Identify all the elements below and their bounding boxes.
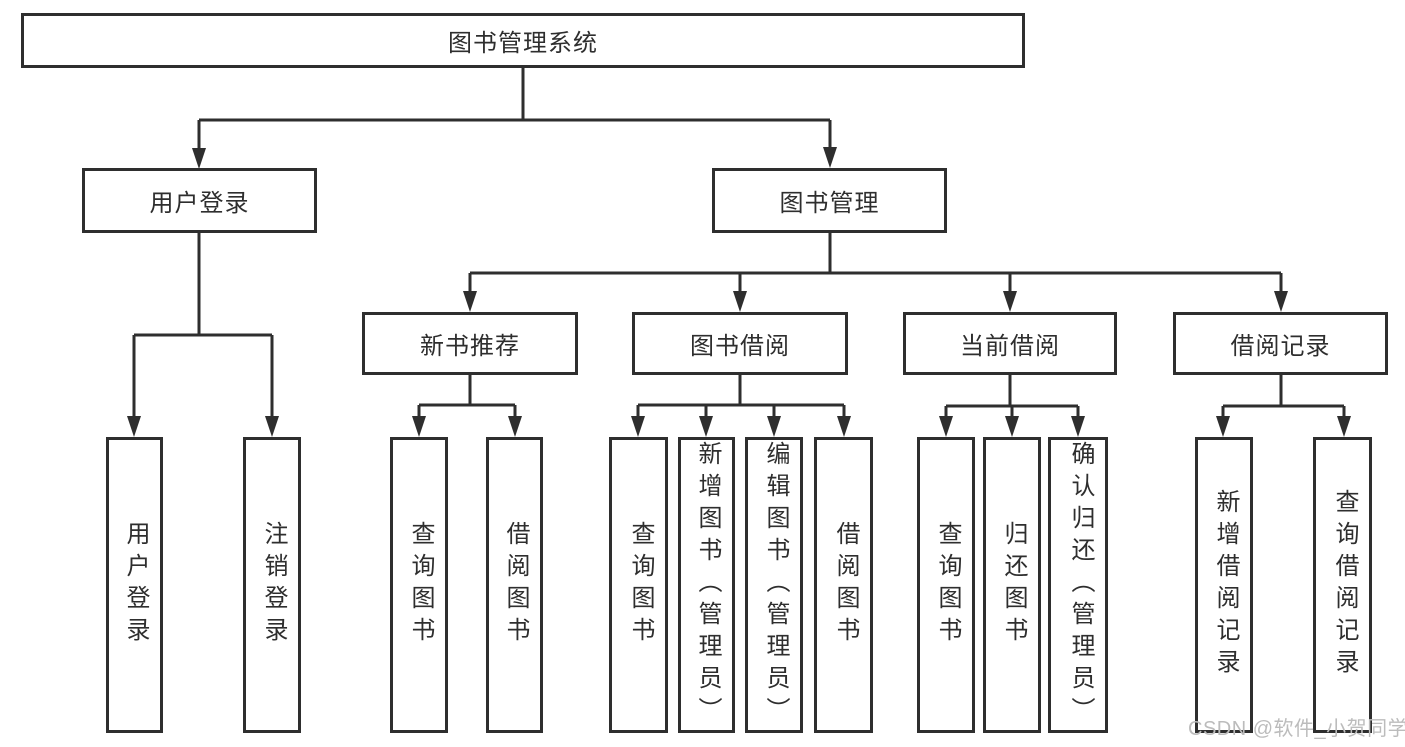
node-borrow-books-borrowing: 借阅图书 [814,437,873,733]
node-user-login-branch: 用户登录 [82,168,317,233]
node-return-books: 归还图书 [983,437,1041,733]
node-edit-books-admin: 编辑图书（管理员） [745,437,803,733]
arrowheads [127,147,1351,437]
node-query-books-current: 查询图书 [917,437,975,733]
node-book-borrowing: 图书借阅 [632,312,848,375]
node-new-book-recommendation: 新书推荐 [362,312,578,375]
node-add-books-admin: 新增图书（管理员） [678,437,735,733]
connector-paths [132,68,1346,418]
node-borrowing-records: 借阅记录 [1173,312,1388,375]
node-current-borrowing: 当前借阅 [903,312,1117,375]
node-book-management-branch: 图书管理 [712,168,947,233]
node-borrow-books-recommend: 借阅图书 [486,437,543,733]
node-add-borrow-record: 新增借阅记录 [1195,437,1253,733]
node-user-login-leaf: 用户登录 [106,437,163,733]
node-query-books-recommend: 查询图书 [390,437,448,733]
node-system-root: 图书管理系统 [21,13,1025,68]
node-logout-leaf: 注销登录 [243,437,301,733]
node-query-borrow-record: 查询借阅记录 [1313,437,1372,733]
node-confirm-return-admin: 确认归还（管理员） [1048,437,1108,733]
node-query-books-borrowing: 查询图书 [609,437,668,733]
csdn-watermark: CSDN @软件_小贺同学 [1188,718,1405,740]
